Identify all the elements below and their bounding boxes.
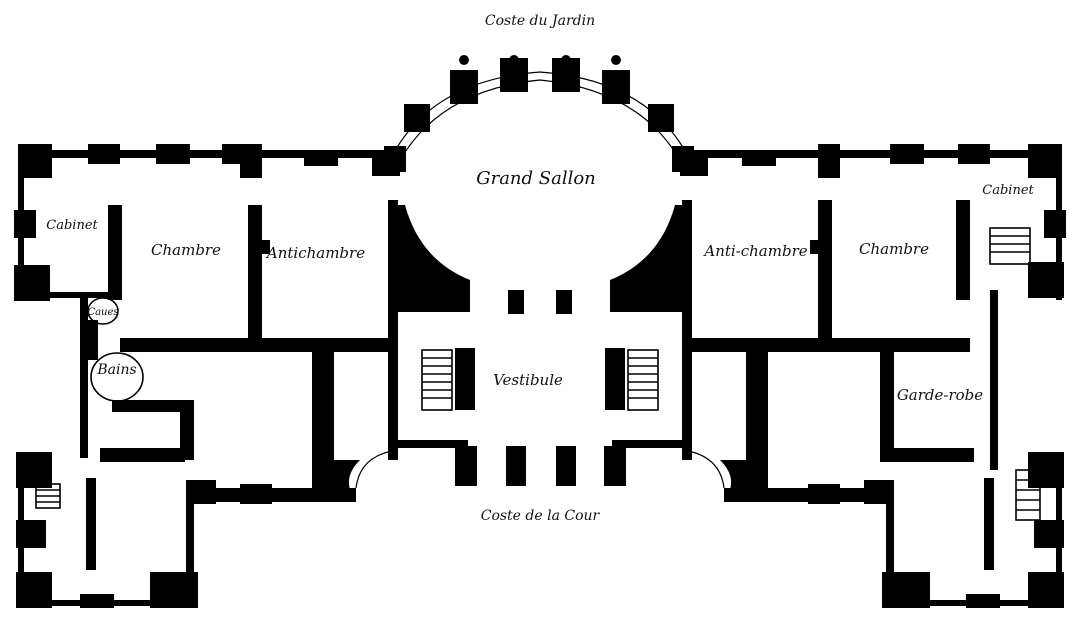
- chambre-left-label: Chambre: [151, 241, 221, 259]
- vestibule-label: Vestibule: [493, 371, 563, 389]
- caves-label: Caues: [87, 307, 118, 318]
- antichambre-left-label: Antichambre: [265, 244, 365, 262]
- cabinet-left-label: Cabinet: [46, 218, 98, 233]
- garde-robe-label: Garde-robe: [897, 386, 983, 404]
- walls: [14, 55, 1066, 608]
- caves-oval: [87, 297, 119, 325]
- antichambre-right-label: Anti-chambre: [702, 242, 807, 260]
- bains-label: Bains: [96, 362, 136, 378]
- chambre-right-label: Chambre: [859, 240, 929, 258]
- bains-oval: [90, 352, 144, 402]
- court-side-label: Coste de la Cour: [481, 508, 601, 524]
- garden-side-label: Coste du Jardin: [485, 13, 595, 29]
- cabinet-right-label: Cabinet: [982, 183, 1034, 198]
- grand-sallon-label: Grand Sallon: [476, 168, 596, 189]
